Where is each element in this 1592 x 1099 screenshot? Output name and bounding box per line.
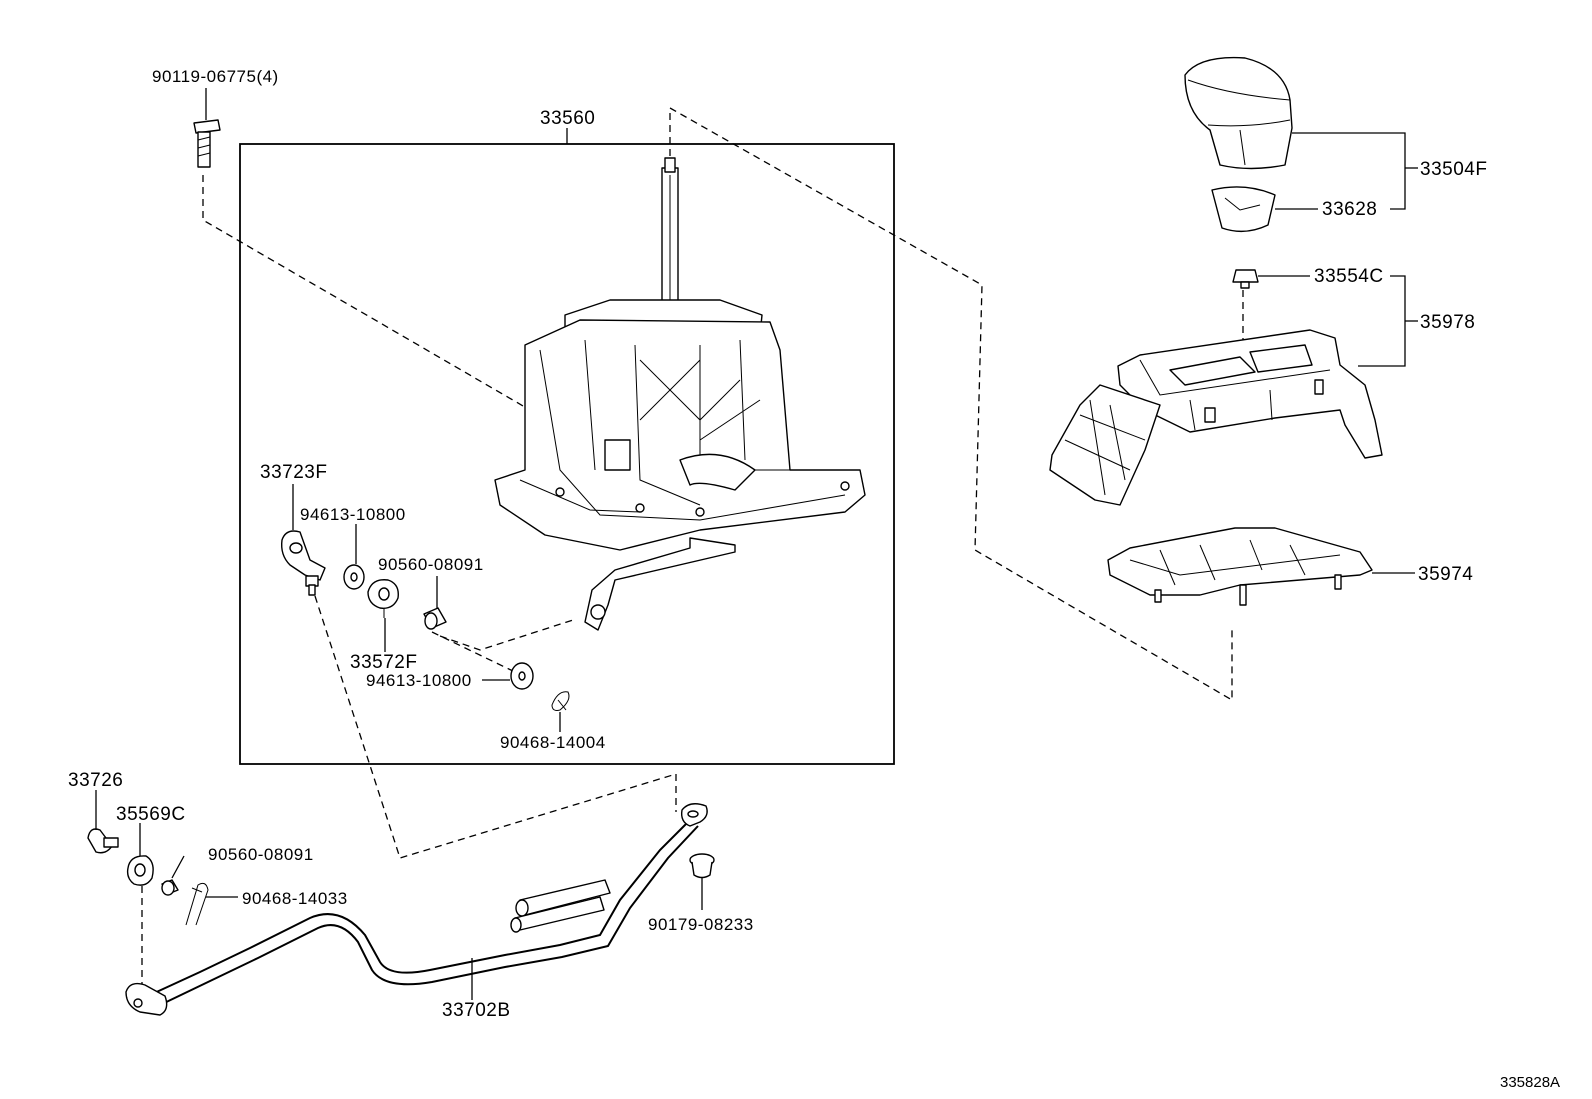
label-33504F[interactable]: 33504F — [1420, 159, 1487, 180]
label-90468-14033[interactable]: 90468-14033 — [242, 889, 348, 908]
label-90560-08091-a[interactable]: 90560-08091 — [378, 555, 484, 574]
label-33702B[interactable]: 33702B — [442, 1000, 511, 1021]
label-94613-10800-a[interactable]: 94613-10800 — [300, 505, 406, 524]
label-33723F[interactable]: 33723F — [260, 462, 327, 483]
shift-cable-33702B — [125, 803, 708, 1016]
shift-lever-assembly — [494, 157, 866, 631]
washer-94613-10800-a — [343, 564, 365, 590]
collar-90560-08091-b — [161, 879, 179, 896]
grommet-90179-08233 — [689, 853, 715, 879]
label-90179-08233[interactable]: 90179-08233 — [648, 915, 754, 934]
console-panel-35978 — [1049, 329, 1383, 506]
clip-33554C — [1232, 269, 1259, 289]
label-33554C[interactable]: 33554C — [1314, 266, 1384, 287]
bushing-33572F — [367, 579, 399, 618]
label-35978[interactable]: 35978 — [1420, 312, 1475, 333]
base-bracket-35974 — [1107, 527, 1373, 606]
shift-knob-33504F — [1184, 56, 1293, 170]
assembly-dashed-lines — [141, 106, 1244, 985]
diagram-id: 335828A — [1500, 1074, 1560, 1091]
label-90468-14004[interactable]: 90468-14004 — [500, 733, 606, 752]
cap-33628 — [1211, 186, 1276, 233]
label-33572F[interactable]: 33572F — [350, 652, 417, 673]
label-33628[interactable]: 33628 — [1322, 199, 1377, 220]
washer-94613-10800-b — [510, 662, 534, 690]
collar-90560-08091-a — [423, 607, 447, 630]
bolt-33726 — [87, 828, 119, 854]
label-35974[interactable]: 35974 — [1418, 564, 1473, 585]
bracket-33723F — [280, 530, 326, 596]
label-33560[interactable]: 33560 — [540, 108, 595, 129]
label-90119-06775[interactable]: 90119-06775(4) — [152, 67, 279, 86]
label-90560-08091-b[interactable]: 90560-08091 — [208, 845, 314, 864]
label-35569C[interactable]: 35569C — [116, 804, 186, 825]
bolt-90119-06775 — [193, 119, 221, 168]
label-33726[interactable]: 33726 — [68, 770, 123, 791]
label-94613-10800-b[interactable]: 94613-10800 — [366, 671, 472, 690]
bushing-35569C — [126, 855, 154, 886]
clip-90468-14004 — [551, 691, 570, 711]
part-labels: 90119-06775(4) 33560 33504F 33628 33554C… — [68, 67, 1487, 1021]
clip-90468-14033 — [185, 882, 209, 926]
